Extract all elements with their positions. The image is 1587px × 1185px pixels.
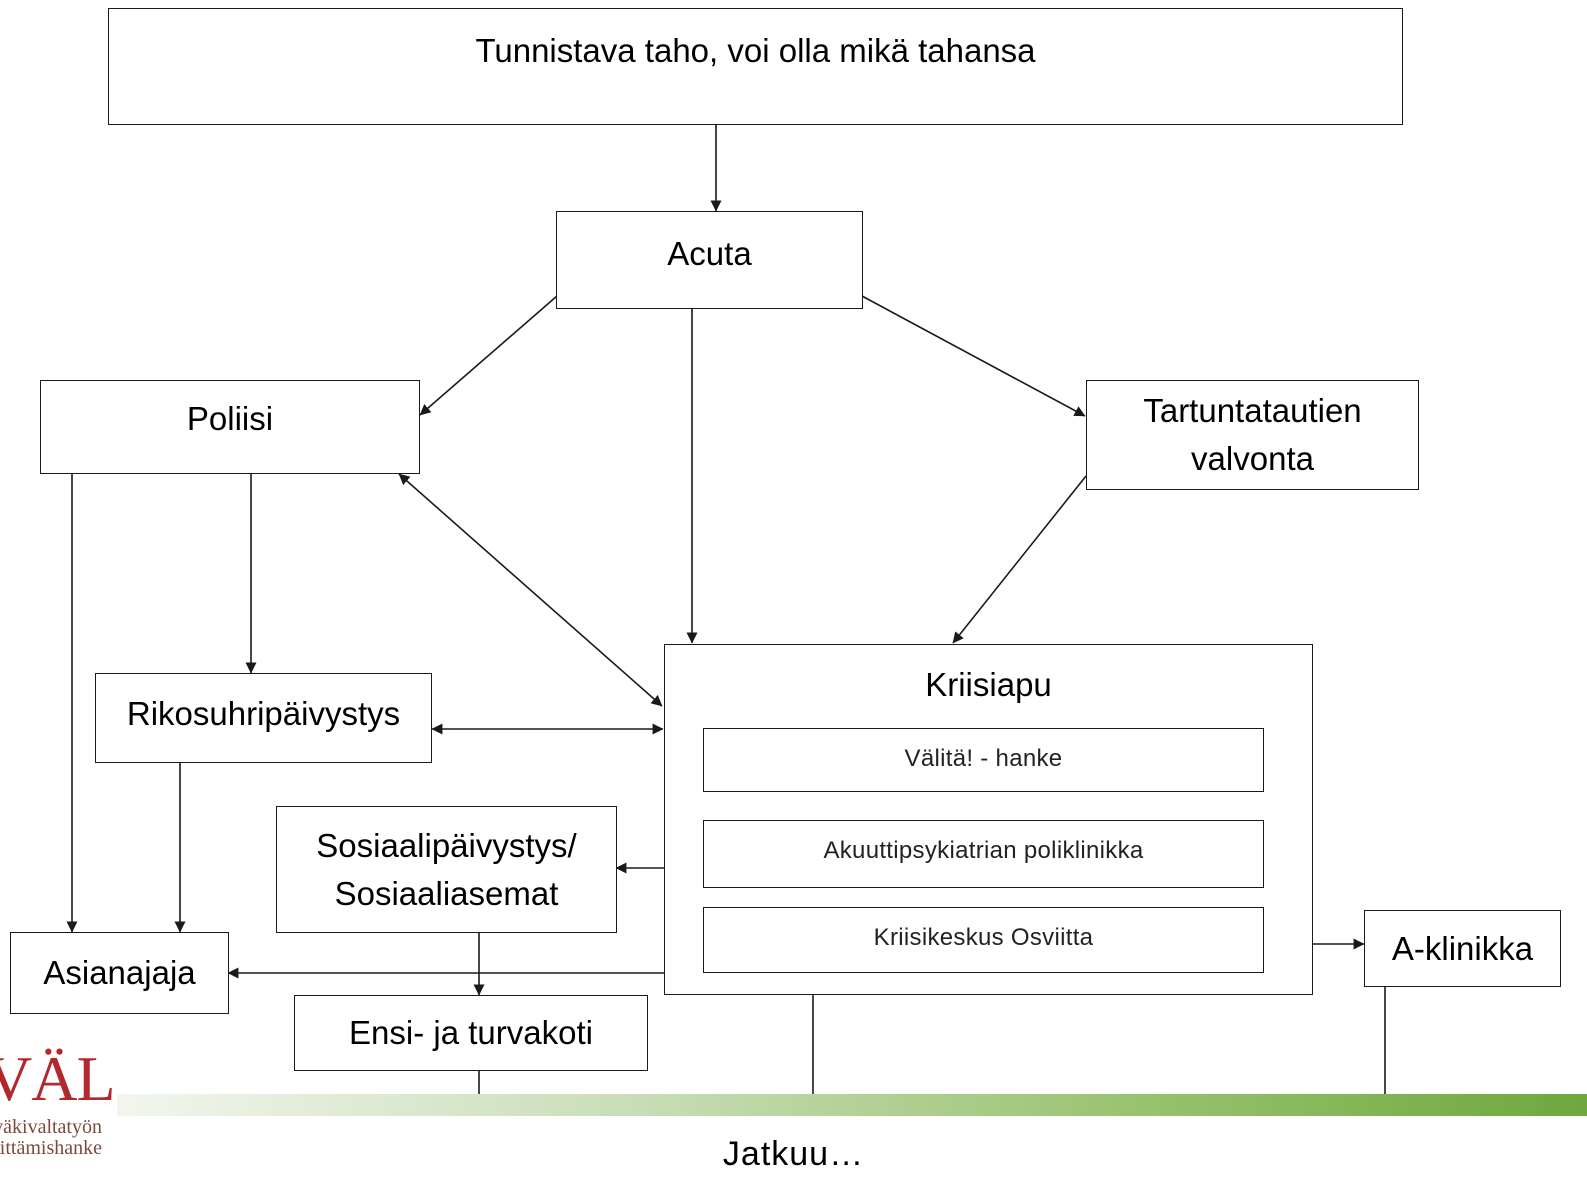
node-kriisiapu-label: Kriisiapu <box>925 666 1052 703</box>
edge-poliisi-kriisiapu <box>398 473 663 707</box>
node-poliisi: Poliisi <box>40 380 420 474</box>
logo-line1: lähisuhdeväkivaltatyön <box>0 1116 102 1138</box>
node-rikosuhri-label: Rikosuhripäivystys <box>126 695 401 732</box>
node-tartunta-label: Tartuntatautien valvonta <box>1143 392 1362 477</box>
node-source-label: Tunnistava taho, voi olla mikä tahansa <box>475 32 1036 69</box>
node-tartunta: Tartuntatautien valvonta <box>1086 380 1419 490</box>
node-aklinikka-label: A-klinikka <box>1391 929 1534 967</box>
valita-logo: VÄLITÄ! lähisuhdeväkivaltatyön kehittämi… <box>0 1046 112 1185</box>
edge-acuta-tartunta <box>861 295 1086 417</box>
node-ensi: Ensi- ja turvakoti <box>294 995 648 1071</box>
node-asianajaja: Asianajaja <box>10 932 229 1014</box>
node-aklinikka: A-klinikka <box>1364 910 1561 987</box>
node-sosiaali: Sosiaalipäivystys/ Sosiaaliasemat <box>276 806 617 933</box>
node-akuutti-label: Akuuttipsykiatrian poliklinikka <box>823 837 1144 864</box>
node-asianajaja-label: Asianajaja <box>43 954 196 992</box>
node-acuta: Acuta <box>556 211 863 309</box>
node-kriisikeskus-label: Kriisikeskus Osviitta <box>873 924 1094 951</box>
node-ensi-label: Ensi- ja turvakoti <box>349 1014 593 1052</box>
continuation-bar <box>117 1094 1587 1116</box>
edge-acuta-poliisi <box>419 295 558 416</box>
node-kriisikeskus: Kriisikeskus Osviitta <box>703 907 1264 973</box>
logo-line2: kehittämishanke <box>0 1137 102 1159</box>
edge-tartunta-kriisiapu <box>952 475 1087 644</box>
node-sosiaali-label: Sosiaalipäivystys/ Sosiaaliasemat <box>316 826 577 912</box>
node-valita-hanke-label: Välitä! - hanke <box>904 745 1063 772</box>
node-source: Tunnistava taho, voi olla mikä tahansa <box>108 8 1403 125</box>
continues-label: Jatkuu… <box>722 1135 865 1173</box>
node-akuutti: Akuuttipsykiatrian poliklinikka <box>703 820 1264 888</box>
node-acuta-label: Acuta <box>667 235 752 272</box>
logo-wordmark: VÄLITÄ! <box>0 1046 112 1114</box>
node-valita-hanke: Välitä! - hanke <box>703 728 1264 792</box>
node-rikosuhri: Rikosuhripäivystys <box>95 673 432 763</box>
node-poliisi-label: Poliisi <box>186 400 274 437</box>
